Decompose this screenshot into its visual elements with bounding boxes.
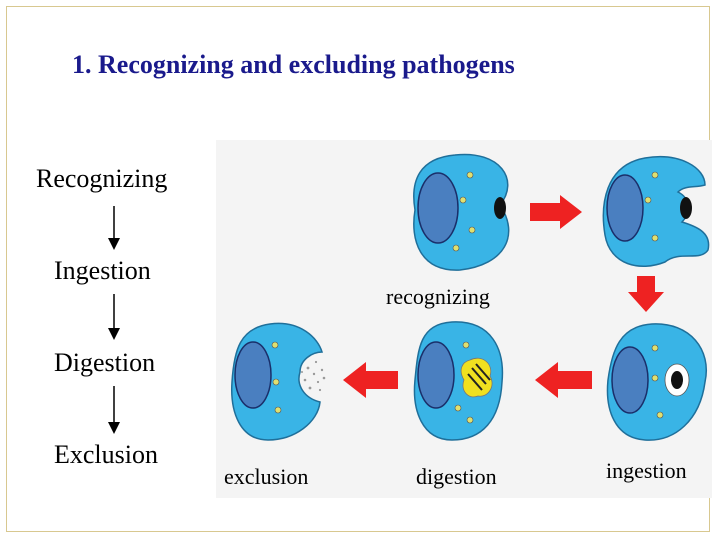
caption-ingestion: ingestion <box>606 458 687 483</box>
cell-engulfing <box>602 156 710 267</box>
step-ingestion: Ingestion <box>54 256 151 285</box>
nucleus <box>611 346 649 414</box>
digesting-pathogen <box>460 357 493 398</box>
step-exclusion: Exclusion <box>54 440 158 469</box>
pathogen <box>680 197 692 219</box>
cell-exclusion <box>231 322 326 441</box>
slide-title: 1. Recognizing and excluding pathogens <box>72 50 515 79</box>
arrow-to-digestion <box>535 362 592 398</box>
nucleus <box>606 174 644 242</box>
debris <box>301 360 326 392</box>
pathogen <box>671 371 683 389</box>
caption-exclusion: exclusion <box>224 464 309 489</box>
cell-digestion <box>413 321 504 441</box>
nucleus <box>234 341 272 409</box>
nucleus <box>417 341 455 409</box>
caption-digestion: digestion <box>416 464 497 489</box>
step-digestion: Digestion <box>54 348 156 377</box>
arrow-to-ingestion-start <box>530 195 582 229</box>
nucleus <box>417 172 459 244</box>
cell-recognizing <box>413 153 510 271</box>
arrow-to-exclusion <box>343 362 398 398</box>
caption-recognizing: recognizing <box>386 284 490 309</box>
pathogen <box>494 197 506 219</box>
step-recognizing: Recognizing <box>36 164 168 193</box>
arrow-to-ingested <box>628 276 664 312</box>
cell-ingested <box>606 323 707 441</box>
